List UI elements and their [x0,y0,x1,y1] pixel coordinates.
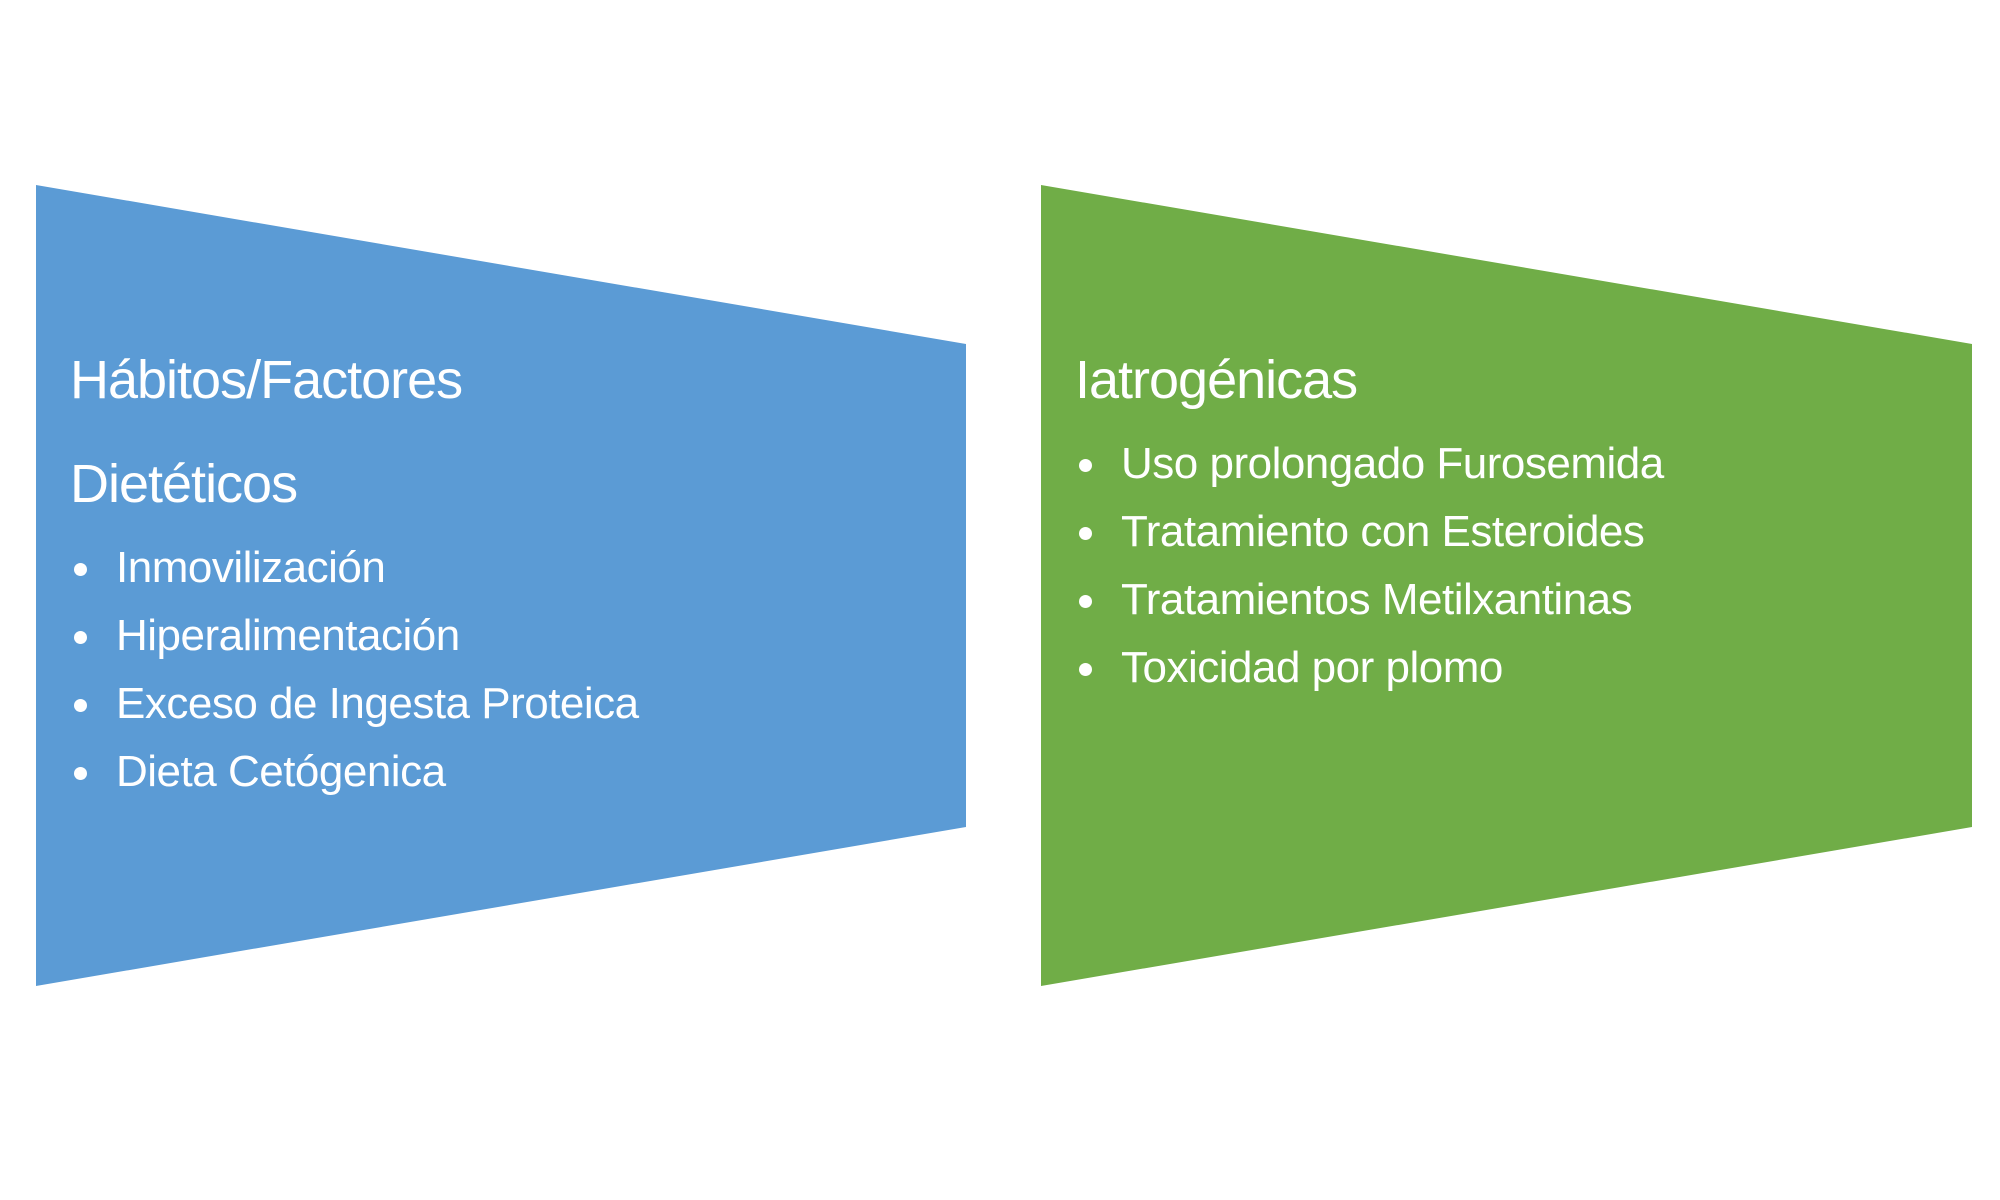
list-item: Hiperalimentación [70,602,639,670]
right-list: Uso prolongado Furosemida Tratamiento co… [1075,430,1664,702]
right-trapezoid-shape [1041,185,1972,986]
list-item: Tratamiento con Esteroides [1075,498,1664,566]
list-item: Tratamientos Metilxantinas [1075,566,1664,634]
right-panel: Iatrogénicas Uso prolongado Furosemida T… [1075,328,1664,702]
bullet-icon [1079,527,1092,540]
list-item: Exceso de Ingesta Proteica [70,670,639,738]
list-item-text: Exceso de Ingesta Proteica [116,679,639,728]
list-item-text: Toxicidad por plomo [1121,643,1503,692]
left-panel: Hábitos/Factores Dietéticos Inmovilizaci… [70,328,639,806]
left-trapezoid-shape [36,185,966,986]
list-item-text: Uso prolongado Furosemida [1121,439,1664,488]
bullet-icon [1079,459,1092,472]
bullet-icon [74,699,87,712]
bullet-icon [74,767,87,780]
list-item-text: Dieta Cetógenica [116,747,446,796]
list-item-text: Inmovilización [116,543,386,592]
bullet-icon [1079,663,1092,676]
bullet-icon [74,631,87,644]
bullet-icon [74,563,87,576]
right-title: Iatrogénicas [1075,350,1358,410]
list-item-text: Tratamientos Metilxantinas [1121,575,1633,624]
list-item: Inmovilización [70,534,639,602]
list-item: Dieta Cetógenica [70,738,639,806]
left-title-line1: Hábitos/Factores [70,350,463,410]
list-item: Toxicidad por plomo [1075,634,1664,702]
bullet-icon [1079,595,1092,608]
list-item: Uso prolongado Furosemida [1075,430,1664,498]
left-list: Inmovilización Hiperalimentación Exceso … [70,534,639,806]
left-title-line2: Dietéticos [70,454,298,514]
list-item-text: Tratamiento con Esteroides [1121,507,1645,556]
list-item-text: Hiperalimentación [116,611,460,660]
